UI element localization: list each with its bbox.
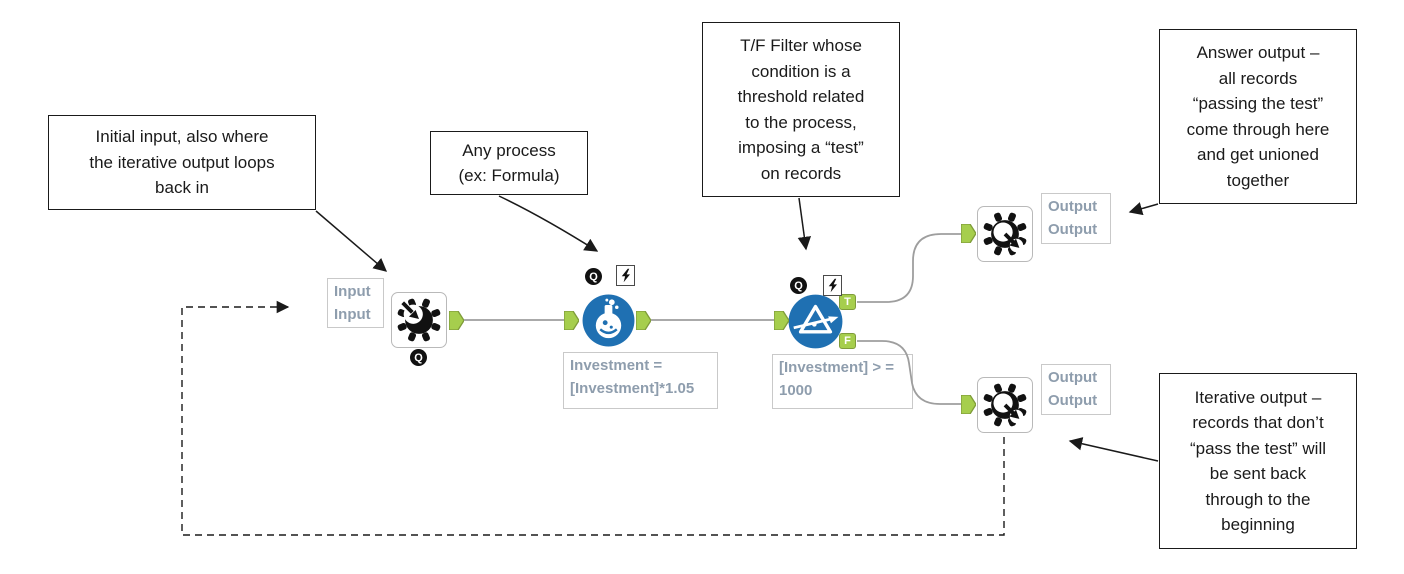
formula-tool[interactable] [582, 294, 635, 347]
macro-output-gear-icon [983, 212, 1027, 256]
filter-funnel-icon [798, 304, 833, 334]
macro-input-output-anchor[interactable] [449, 311, 464, 330]
formula-input-anchor[interactable] [564, 311, 579, 330]
macro-output-top-label[interactable]: Output Output [1041, 193, 1111, 244]
wire-filter-false-to-output-bottom[interactable] [857, 340, 963, 405]
filter-q-indicator: Q [790, 277, 807, 294]
arrow-initial-input [315, 210, 388, 272]
filter-input-anchor[interactable] [774, 311, 789, 330]
macro-input-label[interactable]: Input Input [327, 278, 384, 328]
filter-tool[interactable] [788, 294, 843, 349]
arrow-answer-output [1128, 202, 1159, 216]
wire-filter-true-to-output-top[interactable] [857, 233, 963, 303]
filter-false-anchor[interactable]: F [839, 333, 856, 349]
filter-true-anchor[interactable]: T [839, 294, 856, 310]
macro-input-tool[interactable] [391, 292, 447, 348]
output-bottom-input-anchor[interactable] [961, 395, 976, 414]
callout-tf-filter[interactable]: T/F Filter whose condition is a threshol… [702, 22, 900, 197]
macro-output-bottom-label[interactable]: Output Output [1041, 364, 1111, 415]
macro-input-q-indicator: Q [410, 349, 427, 366]
formula-annotation[interactable]: Investment = [Investment]*1.05 [563, 352, 718, 409]
filter-lightning-icon [823, 275, 842, 296]
arrow-any-process [498, 195, 599, 252]
filter-annotation[interactable]: [Investment] > = 1000 [772, 354, 913, 409]
formula-output-anchor[interactable] [636, 311, 651, 330]
formula-q-indicator: Q [585, 268, 602, 285]
callout-initial-input[interactable]: Initial input, also where the iterative … [48, 115, 316, 210]
macro-output-top-tool[interactable] [977, 206, 1033, 262]
macro-input-gear-icon [397, 298, 441, 342]
callout-answer-output[interactable]: Answer output – all records “passing the… [1159, 29, 1357, 204]
callout-iterative-output[interactable]: Iterative output – records that don’t “p… [1159, 373, 1357, 549]
formula-flask-icon [595, 312, 622, 339]
arrow-iterative-output [1068, 437, 1159, 462]
arrow-tf-filter [797, 197, 812, 251]
macro-output-gear-icon [983, 383, 1027, 427]
output-top-input-anchor[interactable] [961, 224, 976, 243]
callout-any-process[interactable]: Any process (ex: Formula) [430, 131, 588, 195]
formula-lightning-icon [616, 265, 635, 286]
loop-back-dashed-arrow [181, 300, 1005, 536]
macro-output-bottom-tool[interactable] [977, 377, 1033, 433]
